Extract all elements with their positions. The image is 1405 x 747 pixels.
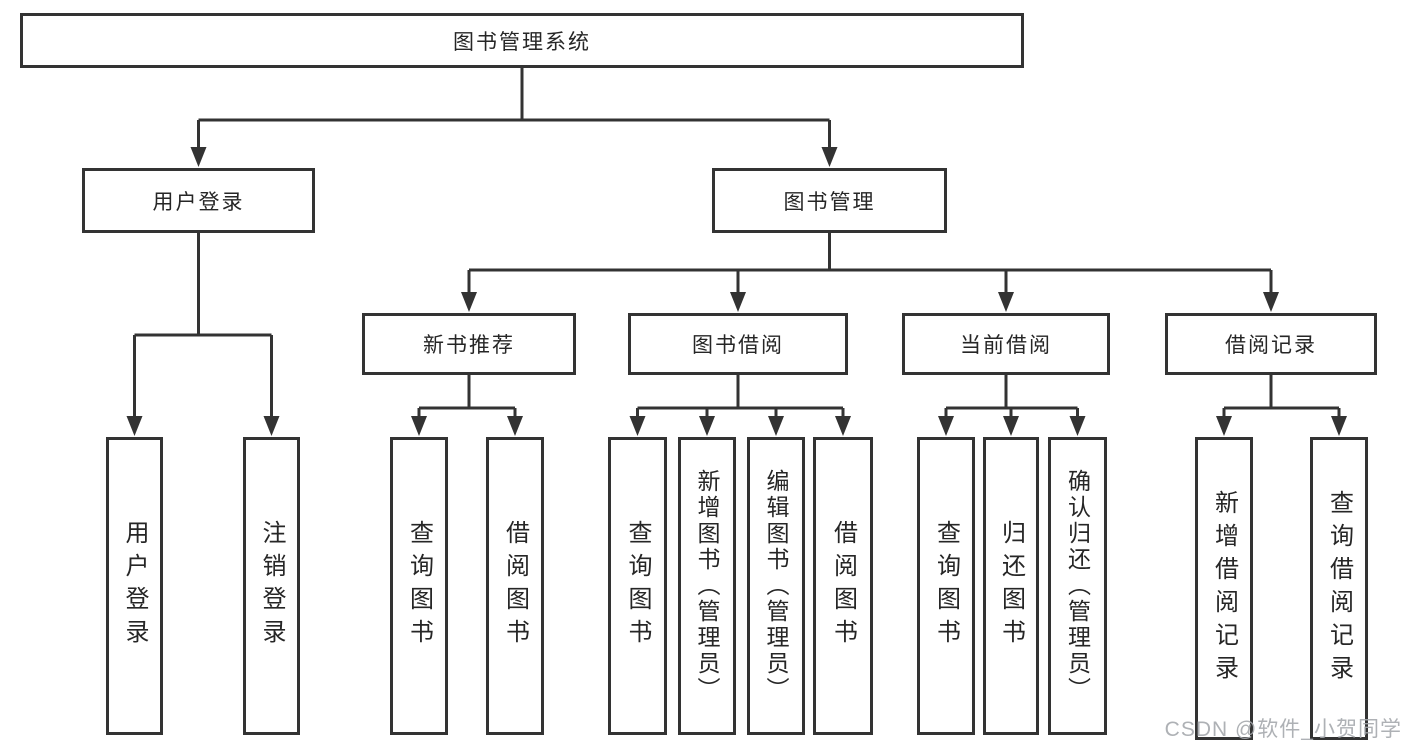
leaf-borrow-books-recommend: 借阅图书 — [486, 437, 544, 735]
leaf-edit-books-admin: 编辑图书（管理员） — [747, 437, 805, 735]
node-user-login: 用户登录 — [82, 168, 315, 233]
leaf-user-login: 用户登录 — [106, 437, 163, 735]
leaf-add-books-admin: 新增图书（管理员） — [678, 437, 736, 735]
node-borrowing-records: 借阅记录 — [1165, 313, 1377, 375]
node-root: 图书管理系统 — [20, 13, 1024, 68]
arrow-down-icon — [821, 147, 838, 167]
arrow-down-icon — [190, 147, 207, 167]
arrow-down-icon — [507, 416, 523, 436]
arrow-down-icon — [126, 416, 143, 436]
leaf-query-books-borrowing: 查询图书 — [608, 437, 667, 735]
leaf-add-borrowing-record: 新增借阅记录 — [1195, 437, 1253, 740]
node-book-management: 图书管理 — [712, 168, 947, 233]
leaf-borrow-books-borrowing: 借阅图书 — [813, 437, 873, 735]
arrow-down-icon — [835, 416, 851, 436]
watermark: CSDN @软件_小贺同学 — [1164, 718, 1402, 741]
leaf-confirm-return-admin: 确认归还（管理员） — [1048, 437, 1107, 735]
arrow-down-icon — [629, 416, 646, 436]
node-current-borrowing: 当前借阅 — [902, 313, 1110, 375]
arrow-down-icon — [411, 416, 427, 436]
leaf-query-books-current: 查询图书 — [917, 437, 975, 735]
arrow-down-icon — [1263, 292, 1279, 312]
arrow-down-icon — [998, 292, 1014, 312]
arrow-down-icon — [1331, 416, 1347, 436]
arrow-down-icon — [730, 292, 746, 312]
arrow-down-icon — [461, 292, 477, 312]
arrow-down-icon — [1003, 416, 1019, 436]
node-book-borrowing: 图书借阅 — [628, 313, 848, 375]
arrow-down-icon — [768, 416, 784, 436]
leaf-return-books: 归还图书 — [983, 437, 1039, 735]
arrow-down-icon — [1069, 416, 1086, 436]
arrow-down-icon — [699, 416, 715, 436]
arrow-down-icon — [1216, 416, 1232, 436]
arrow-down-icon — [263, 416, 280, 436]
leaf-query-borrowing-record: 查询借阅记录 — [1310, 437, 1368, 740]
leaf-query-books-recommend: 查询图书 — [390, 437, 448, 735]
arrow-down-icon — [938, 416, 954, 436]
leaf-logout-login: 注销登录 — [243, 437, 300, 735]
node-new-book-recommendation: 新书推荐 — [362, 313, 576, 375]
